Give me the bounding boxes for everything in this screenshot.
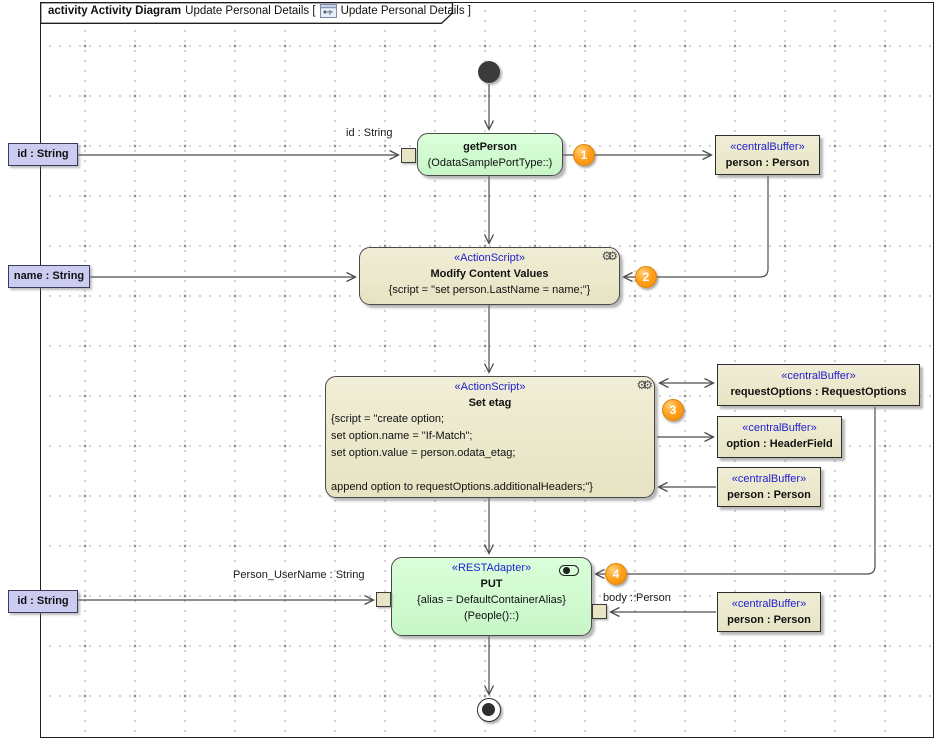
frame-header-tab: activity Activity Diagram Update Persona… — [40, 2, 471, 24]
annotation-badge-3: 3 — [662, 399, 684, 421]
pin-label-body-person: body : Person — [603, 592, 671, 604]
buffer-person-top[interactable]: «centralBuffer» person : Person — [715, 135, 820, 175]
pin-label-person-username: Person_UserName : String — [233, 569, 365, 581]
action-node-put[interactable]: «RESTAdapter» PUT {alias = DefaultContai… — [391, 557, 592, 636]
activity-diagram-icon — [319, 4, 337, 18]
put-operation: (People()::) — [463, 610, 520, 622]
buffer-person-top-name: person : Person — [725, 157, 810, 169]
param-node-name[interactable]: name : String — [8, 265, 90, 288]
buffer-person-bottom-name: person : Person — [727, 614, 811, 626]
buffer-person-mid-stereotype: «centralBuffer» — [731, 473, 807, 485]
getperson-title: getPerson — [463, 141, 517, 153]
script-line: set option.name = "If-Match"; — [331, 430, 473, 442]
buffer-requestoptions-stereotype: «centralBuffer» — [781, 370, 856, 382]
modify-title: Modify Content Values — [430, 268, 549, 280]
buffer-person-bottom-stereotype: «centralBuffer» — [731, 598, 807, 610]
edge-personbuffer-to-modify — [624, 176, 769, 277]
frame-title-ref: Update Personal Details ] — [340, 5, 471, 17]
annotation-badge-4: 4 — [605, 563, 627, 585]
toggle-icon — [559, 565, 579, 576]
script-line: append option to requestOptions.addition… — [331, 481, 593, 493]
action-node-set-etag[interactable]: ⚙⚙ «ActionScript» Set etag {script = "cr… — [325, 376, 655, 498]
buffer-person-top-stereotype: «centralBuffer» — [730, 141, 805, 153]
getperson-input-pin[interactable] — [401, 148, 416, 163]
param-node-id-top[interactable]: id : String — [8, 143, 78, 166]
annotation-badge-2: 2 — [635, 266, 657, 288]
param-node-id-bottom[interactable]: id : String — [8, 590, 78, 613]
frame-title-keyword: activity Activity Diagram — [48, 5, 182, 17]
script-line: {script = "create option; — [331, 413, 445, 425]
buffer-option-name: option : HeaderField — [726, 438, 833, 450]
modify-script: {script = "set person.LastName = name;"} — [388, 284, 591, 296]
action-node-modify-content[interactable]: ⚙⚙ «ActionScript» Modify Content Values … — [359, 247, 620, 305]
buffer-requestoptions-name: requestOptions : RequestOptions — [730, 386, 907, 398]
buffer-option-stereotype: «centralBuffer» — [742, 422, 817, 434]
gears-icon: ⚙⚙ — [601, 249, 617, 263]
buffer-person-bottom[interactable]: «centralBuffer» person : Person — [717, 592, 821, 632]
annotation-badge-1: 1 — [573, 144, 595, 166]
script-line: set option.value = person.odata_etag; — [331, 447, 516, 459]
put-input-pin-right[interactable] — [592, 604, 607, 619]
setetag-title: Set etag — [468, 397, 512, 409]
frame-title: activity Activity Diagram Update Persona… — [48, 4, 471, 18]
edge-requestoptions-to-put — [596, 407, 876, 574]
script-line — [331, 462, 654, 479]
modify-stereotype: «ActionScript» — [454, 252, 525, 264]
put-input-pin-left[interactable] — [376, 592, 391, 607]
frame-tab-shape — [40, 2, 454, 24]
getperson-subtitle: (OdataSamplePortType::) — [427, 157, 553, 169]
put-constraint: {alias = DefaultContainerAlias} — [417, 594, 566, 606]
frame-title-name: Update Personal Details [ — [185, 5, 316, 17]
buffer-person-mid-name: person : Person — [727, 489, 811, 501]
action-node-getperson[interactable]: getPerson (OdataSamplePortType::) — [417, 133, 563, 176]
buffer-person-mid[interactable]: «centralBuffer» person : Person — [717, 467, 821, 507]
put-title: PUT — [480, 578, 503, 590]
gears-icon: ⚙⚙ — [636, 378, 652, 392]
setetag-stereotype: «ActionScript» — [454, 381, 526, 393]
final-node-dot — [482, 703, 495, 716]
put-stereotype: «RESTAdapter» — [451, 562, 532, 574]
pin-label-id-string: id : String — [346, 127, 393, 139]
buffer-option[interactable]: «centralBuffer» option : HeaderField — [717, 416, 842, 458]
initial-node[interactable] — [478, 61, 500, 83]
activity-final-node[interactable] — [477, 698, 501, 722]
buffer-requestoptions[interactable]: «centralBuffer» requestOptions : Request… — [717, 364, 920, 406]
setetag-script: {script = "create option; set option.nam… — [326, 411, 654, 496]
